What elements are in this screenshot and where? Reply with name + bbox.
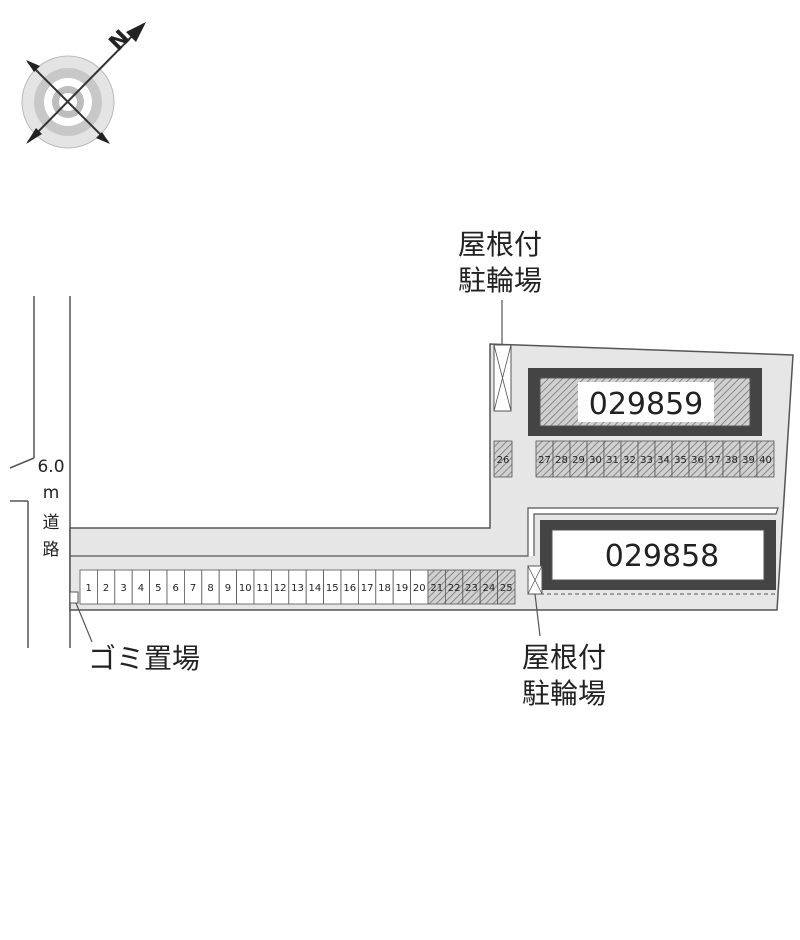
- parking-slot-label-33: 33: [640, 455, 653, 466]
- garbage-leader: [75, 602, 93, 643]
- parking-slot-label-38: 38: [725, 455, 738, 466]
- parking-slot-label-23: 23: [465, 583, 478, 594]
- parking-slot-40: [756, 440, 775, 478]
- building-upper-id: 029859: [589, 387, 704, 422]
- parking-slot-label-11: 11: [256, 583, 269, 594]
- parking-slot-label-1: 1: [86, 583, 92, 594]
- parking-slot-label-30: 30: [589, 455, 602, 466]
- parking-slot-label-34: 34: [657, 455, 670, 466]
- parking-slot-label-8: 8: [207, 583, 213, 594]
- bike-shelter-bottom: [527, 565, 543, 595]
- parking-slot-label-21: 21: [430, 583, 443, 594]
- road-name-char-1: 道: [43, 513, 60, 533]
- parking-slot-label-18: 18: [378, 583, 391, 594]
- parking-slot-label-35: 35: [674, 455, 687, 466]
- parking-slot-label-12: 12: [274, 583, 287, 594]
- parking-slot-label-40: 40: [759, 455, 772, 466]
- parking-slot-25: [497, 569, 516, 605]
- parking-slot-26: [493, 440, 513, 478]
- parking-slot-label-28: 28: [555, 455, 568, 466]
- road-name-char-2: 路: [43, 540, 60, 560]
- bike-bottom-leader: [534, 593, 541, 637]
- parking-slot-label-17: 17: [361, 583, 374, 594]
- parking-slot-label-29: 29: [572, 455, 585, 466]
- parking-slot-label-7: 7: [190, 583, 196, 594]
- parking-slot-label-26: 26: [497, 455, 510, 466]
- bike-bottom-label-line2: 駐輪場: [522, 677, 606, 710]
- parking-slot-label-4: 4: [138, 583, 144, 594]
- parking-row-upper: 26 27 28 29 30 31 32 33 34 35 36 37 38 39 40: [493, 440, 775, 478]
- bike-shelter-top: [493, 344, 512, 412]
- parking-slot-label-31: 31: [606, 455, 619, 466]
- parking-slot-label-13: 13: [291, 583, 304, 594]
- parking-slot-label-39: 39: [742, 455, 755, 466]
- road-width-unit: m: [43, 483, 60, 503]
- parking-slot-label-5: 5: [155, 583, 161, 594]
- parking-slot-label-3: 3: [120, 583, 126, 594]
- building-lower: 029858: [540, 520, 776, 595]
- bike-bottom-label-line1: 屋根付: [522, 641, 606, 674]
- garbage-label: ゴミ置場: [88, 642, 200, 675]
- parking-slot-label-27: 27: [538, 455, 551, 466]
- parking-slot-label-19: 19: [396, 583, 409, 594]
- building-upper: 029859: [528, 368, 762, 436]
- parking-slot-label-24: 24: [483, 583, 496, 594]
- parking-slot-label-2: 2: [103, 583, 109, 594]
- parking-slot-label-16: 16: [343, 583, 356, 594]
- parking-slot-label-25: 25: [500, 583, 513, 594]
- parking-slot-label-15: 15: [326, 583, 339, 594]
- parking-slot-label-32: 32: [623, 455, 636, 466]
- parking-slot-label-14: 14: [309, 583, 322, 594]
- bike-top-label-line2: 駐輪場: [458, 264, 542, 297]
- bike-top-label-line1: 屋根付: [458, 228, 542, 261]
- parking-slot-label-22: 22: [448, 583, 461, 594]
- parking-slot-label-36: 36: [691, 455, 704, 466]
- parking-slot-label-20: 20: [413, 583, 426, 594]
- parking-slot-label-6: 6: [173, 583, 179, 594]
- parking-slot-label-37: 37: [708, 455, 721, 466]
- building-lower-id: 029858: [605, 539, 720, 574]
- parking-slot-label-10: 10: [239, 583, 252, 594]
- garbage-area-box: [69, 591, 79, 604]
- compass-icon: N: [21, 22, 146, 149]
- road-width-value: 6.0: [37, 457, 64, 477]
- lot-inner-divider: [70, 507, 779, 557]
- parking-slot-label-9: 9: [225, 583, 231, 594]
